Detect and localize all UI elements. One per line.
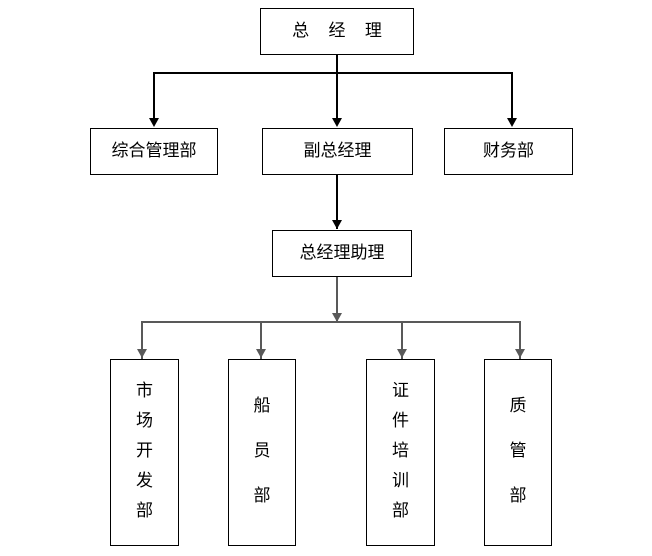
node-certificate-training-dept-char: 证: [392, 381, 409, 401]
node-market-dev-dept-char: 开: [136, 441, 153, 461]
arrowhead-market-dev-dept: [137, 349, 147, 358]
node-market-dev-dept[interactable]: 市 场 开 发 部: [110, 359, 179, 546]
node-general-manager-label: 总 经 理: [292, 21, 389, 42]
node-deputy-general-manager[interactable]: 副总经理: [262, 128, 413, 175]
node-admin-dept[interactable]: 综合管理部: [90, 128, 218, 175]
node-finance-dept[interactable]: 财务部: [444, 128, 573, 175]
node-crew-dept-char: 部: [253, 486, 271, 506]
edge-drop-admin-dept: [153, 72, 155, 119]
node-crew-dept-char: 船: [253, 396, 271, 416]
edge-drop-crew-dept: [260, 321, 262, 359]
node-quality-mgmt-dept-char: 管: [509, 441, 527, 461]
node-market-dev-dept-char: 市: [136, 381, 153, 401]
edge-drop-finance-dept: [511, 72, 513, 119]
node-gm-assistant-label: 总经理助理: [299, 243, 385, 264]
edge-drop-deputy-gm: [336, 72, 338, 119]
node-general-manager[interactable]: 总 经 理: [260, 8, 414, 55]
node-gm-assistant[interactable]: 总经理助理: [272, 230, 412, 277]
edge-drop-certificate-training-dept: [401, 321, 403, 359]
arrowhead-assistant-to-bus: [332, 313, 342, 322]
edge-bus-level2: [153, 72, 513, 74]
node-market-dev-dept-char: 场: [136, 411, 153, 431]
node-market-dev-dept-char: 发: [136, 471, 153, 491]
arrowhead-admin-dept: [149, 118, 159, 127]
node-quality-mgmt-dept[interactable]: 质 管 部: [484, 359, 552, 546]
node-certificate-training-dept-char: 训: [392, 471, 409, 491]
edge-drop-market-dev-dept: [141, 321, 143, 359]
node-certificate-training-dept[interactable]: 证 件 培 训 部: [366, 359, 435, 546]
edge-deputy-to-assistant: [336, 175, 338, 229]
node-certificate-training-dept-char: 培: [392, 441, 409, 461]
node-certificate-training-dept-char: 件: [392, 411, 409, 431]
node-finance-dept-label: 财务部: [483, 141, 534, 162]
arrowhead-quality-mgmt-dept: [515, 349, 525, 358]
arrowhead-gm-assistant: [332, 220, 342, 229]
node-certificate-training-dept-char: 部: [392, 501, 409, 521]
arrowhead-certificate-training-dept: [397, 349, 407, 358]
node-quality-mgmt-dept-char: 质: [509, 396, 527, 416]
edge-gm-to-bus: [336, 55, 338, 73]
edge-drop-quality-mgmt-dept: [519, 321, 521, 359]
node-crew-dept-char: 员: [253, 441, 271, 461]
arrowhead-finance-dept: [507, 118, 517, 127]
edge-bus-level4: [141, 321, 521, 323]
node-deputy-general-manager-label: 副总经理: [303, 141, 372, 162]
node-admin-dept-label: 综合管理部: [111, 141, 197, 162]
node-crew-dept[interactable]: 船 员 部: [228, 359, 296, 546]
node-quality-mgmt-dept-char: 部: [509, 486, 527, 506]
arrowhead-deputy-gm: [332, 118, 342, 127]
arrowhead-crew-dept: [256, 349, 266, 358]
node-market-dev-dept-char: 部: [136, 501, 153, 521]
edge-assistant-to-bus: [336, 277, 338, 322]
